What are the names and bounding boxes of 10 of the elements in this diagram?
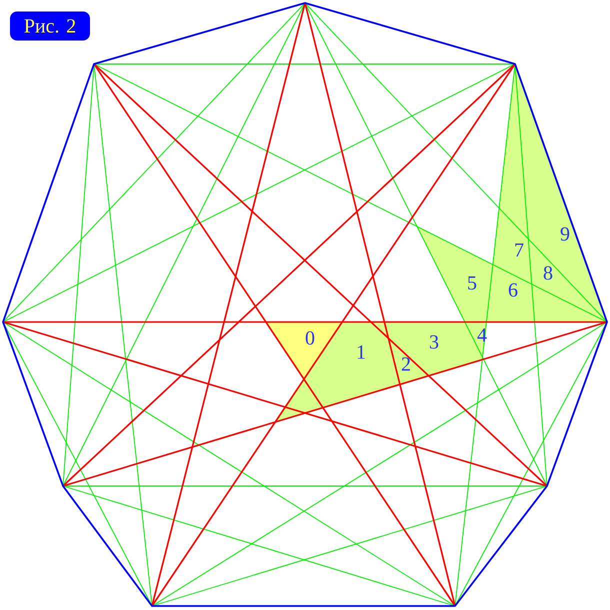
region-number: 5 xyxy=(468,276,476,290)
region-number: 8 xyxy=(544,266,552,280)
region-number: 6 xyxy=(508,283,518,297)
region-number: 1 xyxy=(358,345,365,359)
region-number: 2 xyxy=(402,357,410,371)
region-number: 7 xyxy=(515,243,524,257)
figure-badge: Рис. 2 xyxy=(10,12,90,40)
region-number: 3 xyxy=(430,335,438,349)
region-number: 0 xyxy=(306,331,314,345)
region-number: 9 xyxy=(560,227,570,241)
